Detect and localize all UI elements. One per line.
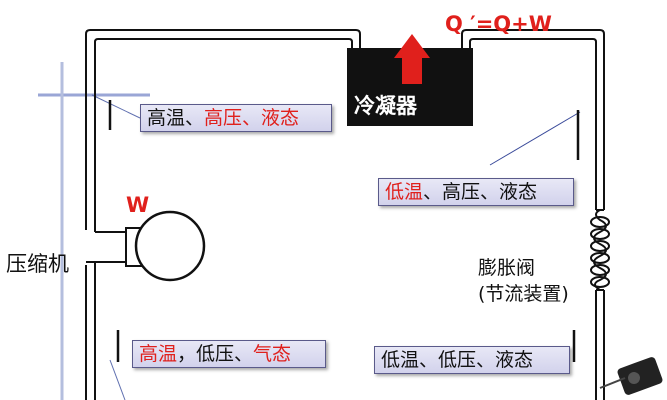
valve-label-line2: (节流装置) xyxy=(478,283,569,305)
compressor-body xyxy=(134,210,206,282)
state-text-red: 高压、 xyxy=(204,107,262,129)
heat-up-arrow xyxy=(394,34,430,84)
pointer-line xyxy=(109,359,126,400)
condenser-label: 冷凝器 xyxy=(354,94,417,118)
state-text: 、高压、液态 xyxy=(423,181,538,203)
state-text-red: 高温 xyxy=(139,343,178,365)
work-label: W xyxy=(126,193,150,217)
state-box-bottom-left: 高温，低压、气态 xyxy=(132,340,326,368)
flow-arrows xyxy=(108,100,580,362)
state-text: 高温、 xyxy=(147,107,205,129)
heat-formula-label: Q ′=Q+W xyxy=(445,12,552,36)
pipe-loop xyxy=(85,29,605,400)
expansion-valve-coil xyxy=(590,209,610,291)
valve-label-line1: 膨胀阀 xyxy=(478,257,536,279)
state-box-bottom-right: 低温、低压、液态 xyxy=(374,346,570,374)
state-text-red: 气态 xyxy=(253,343,292,365)
state-text: 低温、低压、液态 xyxy=(381,349,534,371)
device-icon xyxy=(599,357,663,395)
state-text-red: 低温 xyxy=(385,181,424,203)
state-text: ，低压、 xyxy=(177,343,254,365)
compressor-label: 压缩机 xyxy=(6,252,69,276)
state-box-right-mid: 低温、高压、液态 xyxy=(378,178,574,206)
pointer-line xyxy=(91,94,141,119)
state-text-red: 液态 xyxy=(261,107,300,129)
condenser xyxy=(347,15,473,145)
state-box-top-left: 高温、高压、液态 xyxy=(140,104,332,132)
pointer-line xyxy=(489,111,581,166)
